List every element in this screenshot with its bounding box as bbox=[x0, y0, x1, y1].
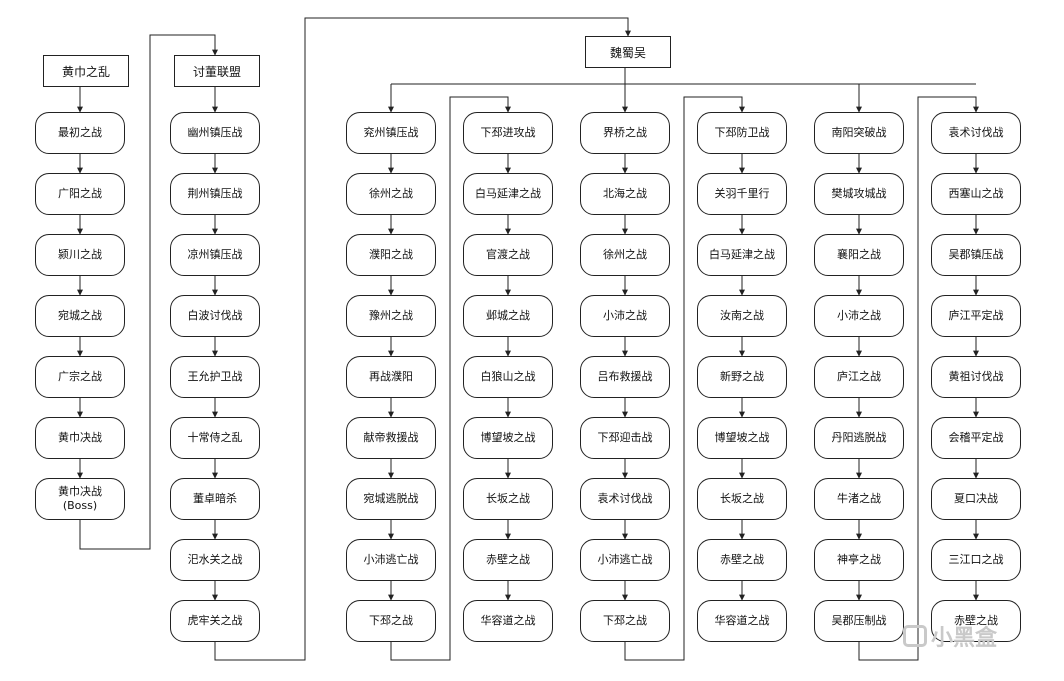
battle-node: 下邳迎击战 bbox=[580, 417, 670, 459]
watermark-logo-icon bbox=[903, 625, 927, 647]
battle-node: 广阳之战 bbox=[35, 173, 125, 215]
battle-node: 黄巾决战 bbox=[35, 417, 125, 459]
battle-node: 广宗之战 bbox=[35, 356, 125, 398]
battle-node: 樊城攻城战 bbox=[814, 173, 904, 215]
battle-node: 下邳之战 bbox=[580, 600, 670, 642]
battle-node: 白狼山之战 bbox=[463, 356, 553, 398]
header-taodong: 讨董联盟 bbox=[174, 55, 260, 87]
header-huangjin: 黄巾之乱 bbox=[43, 55, 129, 87]
header-weishuwu: 魏蜀吴 bbox=[585, 36, 671, 68]
battle-node: 黄祖讨伐战 bbox=[931, 356, 1021, 398]
battle-node: 徐州之战 bbox=[346, 173, 436, 215]
battle-node: 白马延津之战 bbox=[697, 234, 787, 276]
battle-node: 虎牢关之战 bbox=[170, 600, 260, 642]
battle-node: 长坂之战 bbox=[697, 478, 787, 520]
battle-node: 下邳之战 bbox=[346, 600, 436, 642]
watermark-text: 小黑盒 bbox=[931, 626, 998, 651]
battle-node: 白马延津之战 bbox=[463, 173, 553, 215]
battle-node: 下邳防卫战 bbox=[697, 112, 787, 154]
battle-node: 濮阳之战 bbox=[346, 234, 436, 276]
battle-node: 邺城之战 bbox=[463, 295, 553, 337]
battle-node: 荆州镇压战 bbox=[170, 173, 260, 215]
battle-node: 豫州之战 bbox=[346, 295, 436, 337]
battle-node: 汜水关之战 bbox=[170, 539, 260, 581]
battle-node: 华容道之战 bbox=[697, 600, 787, 642]
battle-node: 吕布救援战 bbox=[580, 356, 670, 398]
battle-node: 小沛逃亡战 bbox=[580, 539, 670, 581]
battle-node: 献帝救援战 bbox=[346, 417, 436, 459]
battle-node: 襄阳之战 bbox=[814, 234, 904, 276]
battle-node: 颍川之战 bbox=[35, 234, 125, 276]
battle-node: 丹阳逃脱战 bbox=[814, 417, 904, 459]
battle-node: 下邳进攻战 bbox=[463, 112, 553, 154]
battle-node: 董卓暗杀 bbox=[170, 478, 260, 520]
battle-node: 西塞山之战 bbox=[931, 173, 1021, 215]
battle-node: 官渡之战 bbox=[463, 234, 553, 276]
battle-node: 黄巾决战(Boss) bbox=[35, 478, 125, 520]
battle-node: 神亭之战 bbox=[814, 539, 904, 581]
battle-node: 三江口之战 bbox=[931, 539, 1021, 581]
battle-node: 凉州镇压战 bbox=[170, 234, 260, 276]
continuation-line bbox=[390, 96, 511, 661]
battle-node: 十常侍之乱 bbox=[170, 417, 260, 459]
battle-node: 袁术讨伐战 bbox=[931, 112, 1021, 154]
battle-node: 赤壁之战 bbox=[463, 539, 553, 581]
continuation-line bbox=[624, 96, 745, 661]
battle-node: 牛渚之战 bbox=[814, 478, 904, 520]
battle-node: 幽州镇压战 bbox=[170, 112, 260, 154]
battle-node: 小沛之战 bbox=[580, 295, 670, 337]
continuation-line bbox=[214, 17, 631, 661]
continuation-line bbox=[79, 34, 218, 550]
battle-node: 兖州镇压战 bbox=[346, 112, 436, 154]
battle-node: 夏口决战 bbox=[931, 478, 1021, 520]
battle-node: 袁术讨伐战 bbox=[580, 478, 670, 520]
battle-node: 博望坡之战 bbox=[697, 417, 787, 459]
battle-node: 小沛逃亡战 bbox=[346, 539, 436, 581]
battle-node: 长坂之战 bbox=[463, 478, 553, 520]
battle-node: 宛城逃脱战 bbox=[346, 478, 436, 520]
battle-node: 赤壁之战 bbox=[931, 600, 1021, 642]
battle-node: 徐州之战 bbox=[580, 234, 670, 276]
battle-node: 关羽千里行 bbox=[697, 173, 787, 215]
battle-node: 吴郡压制战 bbox=[814, 600, 904, 642]
battle-node: 博望坡之战 bbox=[463, 417, 553, 459]
battle-node: 北海之战 bbox=[580, 173, 670, 215]
battle-node: 汝南之战 bbox=[697, 295, 787, 337]
battle-node: 华容道之战 bbox=[463, 600, 553, 642]
battle-node: 庐江之战 bbox=[814, 356, 904, 398]
battle-node: 白波讨伐战 bbox=[170, 295, 260, 337]
battle-node: 南阳突破战 bbox=[814, 112, 904, 154]
battle-node: 会稽平定战 bbox=[931, 417, 1021, 459]
battle-node: 王允护卫战 bbox=[170, 356, 260, 398]
battle-node: 界桥之战 bbox=[580, 112, 670, 154]
battle-node: 新野之战 bbox=[697, 356, 787, 398]
battle-node: 吴郡镇压战 bbox=[931, 234, 1021, 276]
battle-node: 庐江平定战 bbox=[931, 295, 1021, 337]
battle-node: 再战濮阳 bbox=[346, 356, 436, 398]
continuation-line bbox=[858, 96, 979, 661]
battle-node: 小沛之战 bbox=[814, 295, 904, 337]
watermark: 小黑盒 bbox=[903, 620, 997, 652]
battle-node: 最初之战 bbox=[35, 112, 125, 154]
battle-node: 赤壁之战 bbox=[697, 539, 787, 581]
battle-node: 宛城之战 bbox=[35, 295, 125, 337]
